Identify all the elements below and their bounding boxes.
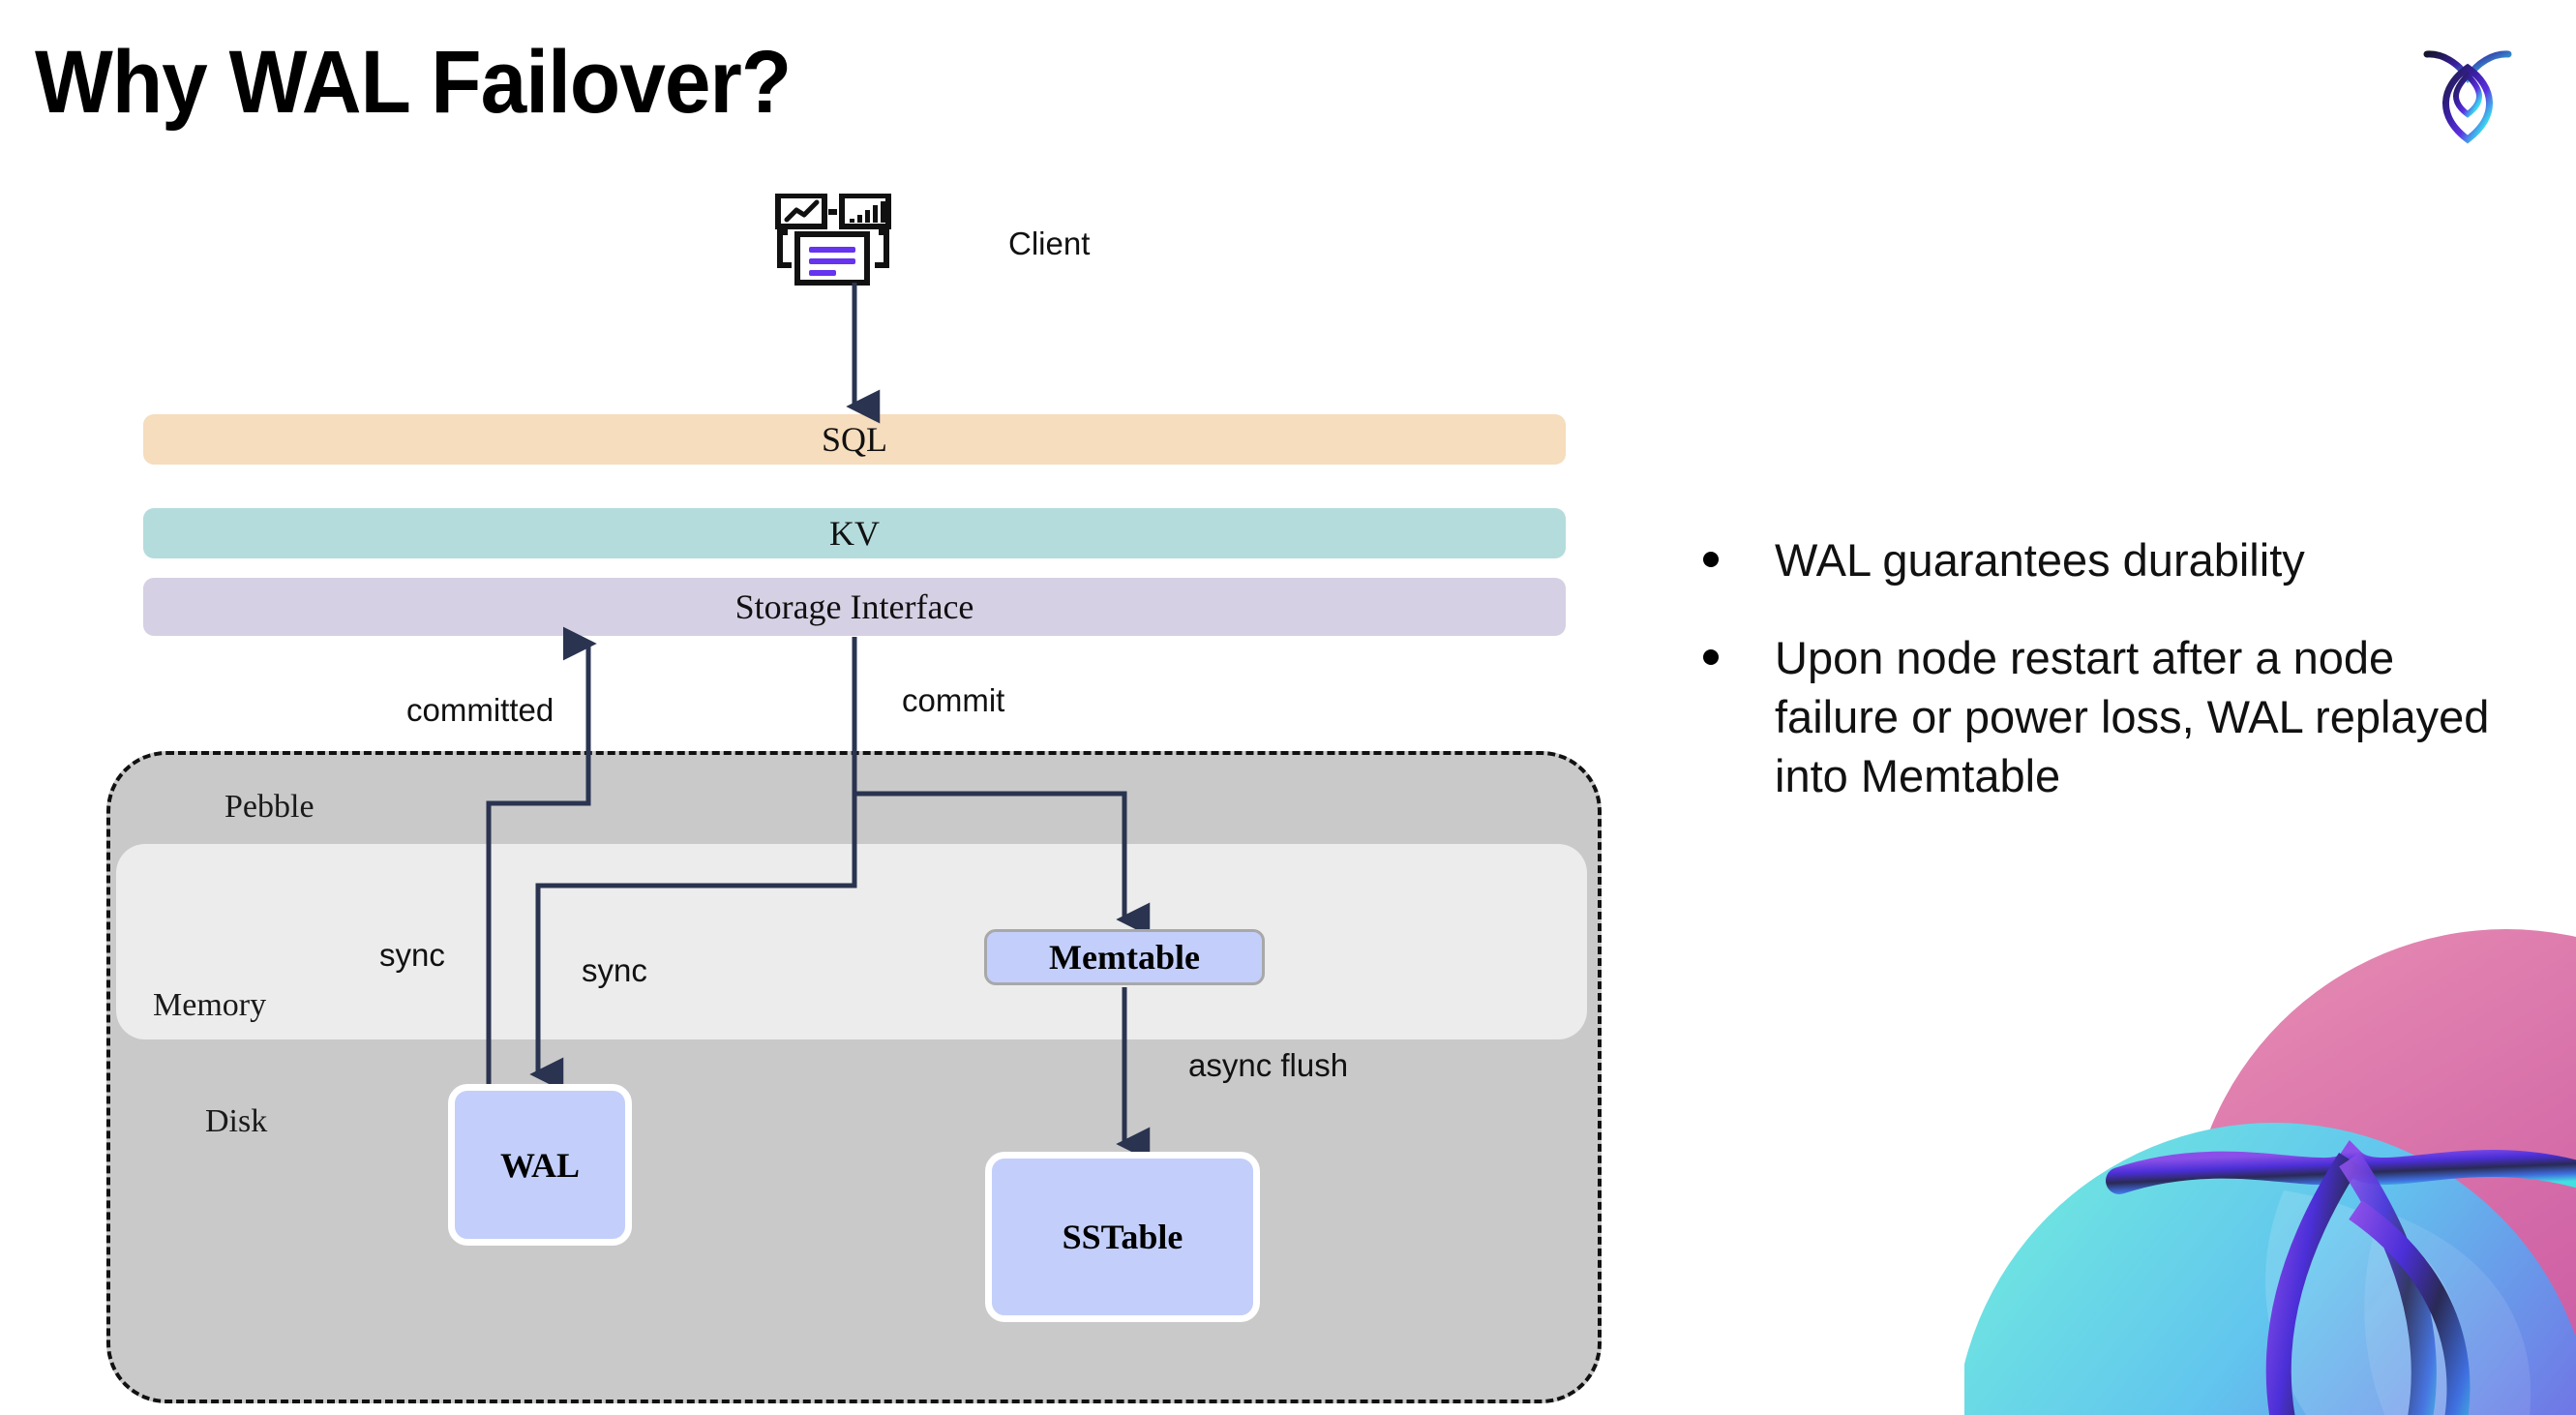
bullet-list: WAL guarantees durability Upon node rest… [1703, 530, 2516, 844]
client-dashboard-icon [774, 193, 929, 290]
disk-label: Disk [205, 1103, 268, 1139]
bullet-dot-icon [1703, 552, 1719, 567]
client-label: Client [1008, 226, 1091, 261]
memory-region [116, 844, 1587, 1039]
pebble-label: Pebble [225, 789, 315, 825]
layer-bar-storage-interface[interactable]: Storage Interface [143, 578, 1566, 636]
node-memtable[interactable]: Memtable [984, 929, 1265, 985]
architecture-diagram: Client SQL KV Storage Interface Pebble M… [106, 193, 1602, 1403]
bullet-text: Upon node restart after a node failure o… [1775, 632, 2490, 802]
cockroachdb-watermark-icon [1964, 900, 2576, 1415]
edge-label-committed: committed [406, 692, 554, 728]
layer-bar-sql[interactable]: SQL [143, 414, 1566, 465]
edge-label-sync-right: sync [582, 952, 647, 988]
bullet-text: WAL guarantees durability [1775, 534, 2305, 586]
edge-label-async-flush: async flush [1188, 1047, 1349, 1083]
bullet-dot-icon [1703, 649, 1719, 666]
layer-bar-kv[interactable]: KV [143, 508, 1566, 558]
node-wal[interactable]: WAL [448, 1084, 632, 1246]
node-sstable[interactable]: SSTable [985, 1152, 1260, 1322]
edge-label-commit: commit [902, 682, 1005, 718]
page-title: Why WAL Failover? [35, 33, 792, 132]
list-item: WAL guarantees durability [1703, 530, 2516, 589]
list-item: Upon node restart after a node failure o… [1703, 628, 2516, 805]
edge-label-sync-left: sync [379, 937, 445, 973]
memory-label: Memory [153, 987, 267, 1023]
cockroachdb-logo-icon [2410, 31, 2526, 147]
